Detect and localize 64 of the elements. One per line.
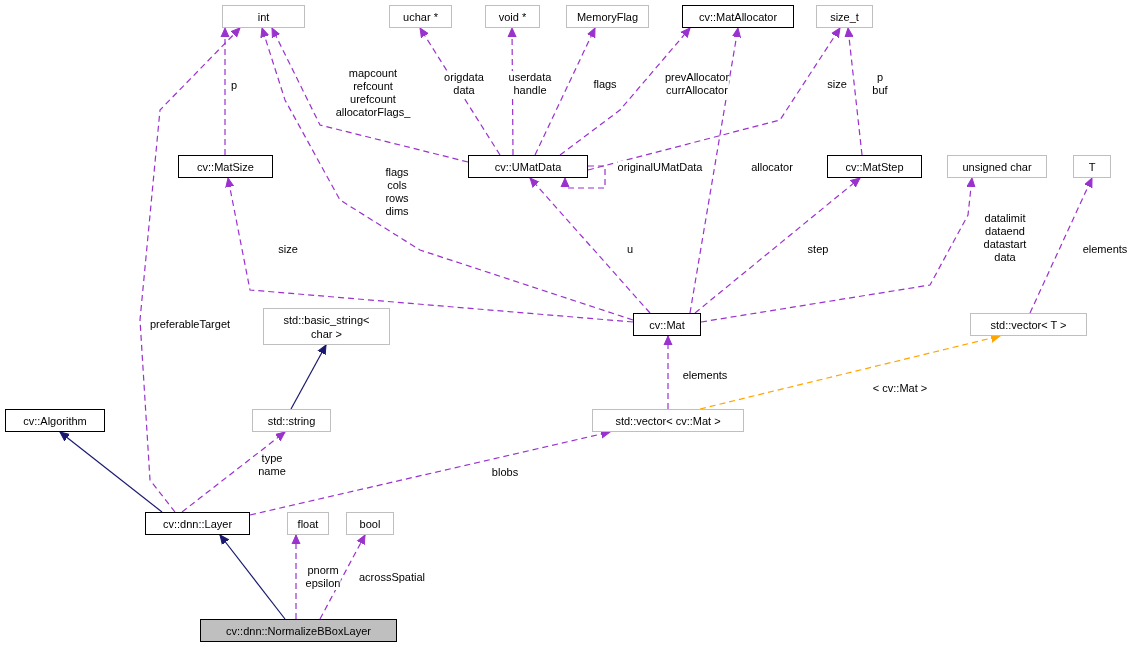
arrow xyxy=(507,27,517,156)
edge-label: originalUMatData xyxy=(617,160,703,174)
class-box: T xyxy=(1073,155,1111,178)
arrow xyxy=(560,165,606,189)
class-box: std::string xyxy=(252,409,331,432)
arrow xyxy=(139,27,241,513)
edge-label: preferableTarget xyxy=(149,317,231,331)
edge-label: acrossSpatial xyxy=(359,570,425,584)
class-box: unsigned char xyxy=(947,155,1047,178)
arrow xyxy=(59,431,163,513)
arrow xyxy=(181,431,286,513)
edge-label: allocator xyxy=(751,160,793,174)
arrow xyxy=(319,534,366,620)
arrow xyxy=(260,27,634,321)
class-box: cv::MatStep xyxy=(827,155,922,178)
class-box: cv::dnn::NormalizeBBoxLayer xyxy=(200,619,397,642)
arrow xyxy=(700,177,976,323)
edge-label: userdata handle xyxy=(508,71,552,97)
edge-label: step xyxy=(807,242,829,256)
edge-label: prevAllocator currAllocator xyxy=(664,71,730,97)
edge-label: datalimit dataend datastart data xyxy=(983,212,1027,264)
edge-label: blobs xyxy=(491,465,519,479)
class-box: cv::Mat xyxy=(633,313,701,336)
class-box: MemoryFlag xyxy=(566,5,649,28)
class-box: cv::MatSize xyxy=(178,155,273,178)
class-box: cv::UMatData xyxy=(468,155,588,178)
arrow xyxy=(219,534,286,620)
arrow xyxy=(271,27,469,163)
class-box: float xyxy=(287,512,329,535)
arrow xyxy=(844,27,863,156)
arrow xyxy=(419,27,501,156)
edge-label: < cv::Mat > xyxy=(872,381,928,395)
edge-label: elements xyxy=(682,368,728,382)
edge-label: size xyxy=(278,242,298,256)
arrow xyxy=(291,534,301,620)
arrow xyxy=(587,27,841,171)
edge-label: origdata data xyxy=(444,71,484,97)
arrow xyxy=(529,177,651,314)
class-box: std::vector< cv::Mat > xyxy=(592,409,744,432)
class-box: size_t xyxy=(816,5,873,28)
arrow xyxy=(225,177,634,323)
edge-label: flags cols rows dims xyxy=(385,166,409,218)
arrow xyxy=(534,27,596,156)
class-box: int xyxy=(222,5,305,28)
edge-label: elements xyxy=(1082,242,1128,256)
edge-label: size xyxy=(827,77,847,91)
class-box: cv::dnn::Layer xyxy=(145,512,250,535)
arrow xyxy=(290,344,327,410)
arrow xyxy=(694,177,861,314)
class-box: cv::MatAllocator xyxy=(682,5,794,28)
class-box: std::basic_string< char > xyxy=(263,308,390,345)
arrow xyxy=(663,335,673,410)
arrow xyxy=(1029,177,1093,314)
edge-label: mapcount refcount urefcount allocatorFlags_ xyxy=(335,67,411,119)
class-box: cv::Algorithm xyxy=(5,409,105,432)
class-box: uchar * xyxy=(389,5,452,28)
class-box: bool xyxy=(346,512,394,535)
class-box: void * xyxy=(485,5,540,28)
arrow xyxy=(559,27,691,156)
class-box: std::vector< T > xyxy=(970,313,1087,336)
arrow xyxy=(220,27,230,156)
edge-label: type name xyxy=(258,452,286,478)
edge-label: flags xyxy=(593,77,617,91)
arrow xyxy=(689,27,741,314)
